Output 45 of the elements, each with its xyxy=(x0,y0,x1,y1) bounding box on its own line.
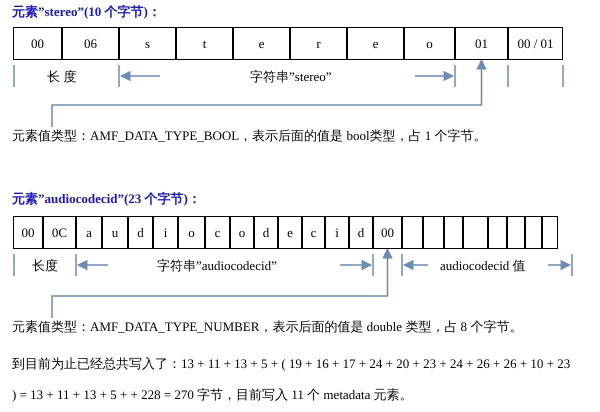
dimension-label: 长 度 xyxy=(45,68,78,86)
byte-cell: 00 xyxy=(373,216,402,249)
byte-cell: 00 xyxy=(13,27,62,60)
byte-cell: i xyxy=(325,216,349,249)
byte-cell: t xyxy=(176,27,233,60)
summary-text: 到目前为止已经总共写入了：13 + 11 + 13 + 5 + ( 19 + 16 + 17 + 24 + 20 + 23 + 24 + 26 + 26 + 10 + 23 ) = 13 + 11 + 13 + 5 + + 228 = 270 字节，目前写入 11 个 metadata 元素。 xyxy=(12,355,572,404)
section-heading: 元素”stereo”(10 个字节)： xyxy=(12,3,161,21)
byte-cell: c xyxy=(302,216,325,249)
byte-cell: 0C xyxy=(43,216,76,249)
dimension-label: 字符串”stereo” xyxy=(248,68,334,86)
empty-byte-cell xyxy=(402,216,423,249)
empty-byte-cell xyxy=(488,216,507,249)
byte-cell: o xyxy=(230,216,254,249)
empty-byte-cell xyxy=(423,216,444,249)
byte-cell: e xyxy=(233,27,290,60)
empty-byte-cell xyxy=(463,216,488,249)
byte-cell: d xyxy=(128,216,153,249)
byte-cell: c xyxy=(205,216,230,249)
byte-cell: o xyxy=(404,27,455,60)
byte-cell: 06 xyxy=(62,27,119,60)
byte-cell: a xyxy=(76,216,102,249)
byte-cell: 00 xyxy=(13,216,43,249)
note-text: 元素值类型：AMF_DATA_TYPE_NUMBER，表示后面的值是 double 类型，占 8 个字节。 xyxy=(12,318,522,336)
byte-cell: d xyxy=(254,216,278,249)
byte-cell: 01 xyxy=(455,27,508,60)
byte-cell: s xyxy=(119,27,176,60)
empty-byte-cell xyxy=(444,216,463,249)
dimension-label: 字符串”audiocodecid” xyxy=(155,257,279,275)
byte-cell: u xyxy=(102,216,128,249)
leader-arrow xyxy=(51,58,487,127)
byte-cell: d xyxy=(349,216,373,249)
note-text: 元素值类型：AMF_DATA_TYPE_BOOL，表示后面的值是 bool类型，占 1 个字节。 xyxy=(12,127,487,145)
dimension-label: audiocodecid 值 xyxy=(438,257,528,275)
leader-arrow xyxy=(51,248,393,318)
byte-cell: o xyxy=(178,216,205,249)
empty-byte-cell xyxy=(525,216,542,249)
byte-cell: e xyxy=(347,27,404,60)
empty-byte-cell xyxy=(542,216,558,249)
empty-byte-cell xyxy=(507,216,525,249)
byte-cell: r xyxy=(290,27,347,60)
byte-cell: 00 / 01 xyxy=(508,27,563,60)
byte-cell: i xyxy=(153,216,178,249)
section-heading: 元素”audiocodecid”(23 个字节)： xyxy=(12,190,201,208)
dimension-label: 长度 xyxy=(30,257,60,275)
byte-cell: e xyxy=(278,216,302,249)
